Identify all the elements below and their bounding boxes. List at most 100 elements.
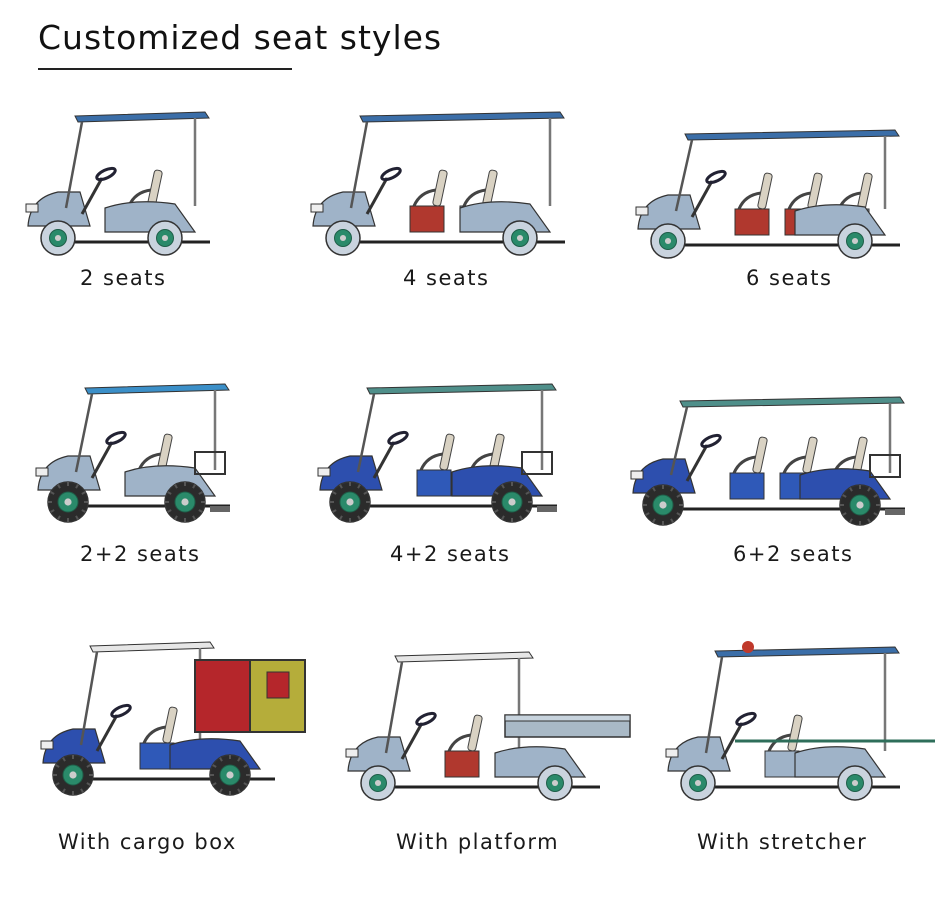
cart-4-2-seats <box>312 372 582 532</box>
steering-wheel <box>705 169 727 185</box>
front-strut <box>349 121 369 209</box>
wheel <box>209 754 251 796</box>
stretcher <box>735 641 935 743</box>
cart-platform <box>340 640 635 810</box>
headlight <box>345 748 359 758</box>
seat <box>416 433 455 497</box>
steering-column <box>80 177 104 215</box>
front-cowl <box>312 191 376 227</box>
headlight <box>310 203 324 213</box>
roof <box>366 383 557 395</box>
steering-column <box>690 180 714 218</box>
seat <box>729 436 768 500</box>
title-underline <box>38 68 292 70</box>
cart-2-seats-illustration <box>25 111 210 256</box>
seat <box>409 169 448 233</box>
rear-body <box>104 201 197 233</box>
front-strut <box>704 656 724 754</box>
roof <box>74 111 210 123</box>
beacon-light <box>742 641 754 653</box>
cart-6-seats-illustration <box>635 129 900 259</box>
roof <box>84 383 230 395</box>
roof <box>359 111 565 123</box>
steering-wheel <box>735 711 757 727</box>
steering-column <box>95 714 119 752</box>
steering-column <box>720 722 744 760</box>
wheel <box>839 484 881 526</box>
headlight <box>635 206 649 216</box>
cart-2-seats <box>20 100 240 265</box>
wheel <box>650 223 686 259</box>
front-strut <box>74 393 94 473</box>
steering-wheel <box>700 433 722 449</box>
wheel <box>360 765 396 801</box>
roof <box>679 396 905 408</box>
wheel <box>680 765 716 801</box>
front-strut <box>674 139 694 212</box>
seat <box>139 706 178 770</box>
steering-column <box>365 177 389 215</box>
front-strut <box>669 406 689 476</box>
front-strut <box>356 393 376 473</box>
seat <box>734 172 773 236</box>
cart-stretcher <box>660 635 940 810</box>
steering-column <box>400 722 424 760</box>
cart-cargo-box <box>35 630 310 805</box>
steering-wheel <box>415 711 437 727</box>
label-6-seats: 6 seats <box>746 266 833 290</box>
label-platform: With platform <box>396 830 560 854</box>
cart-cargo-box-illustration <box>40 641 306 796</box>
roof <box>684 129 900 141</box>
cart-stretcher-illustration <box>665 641 935 801</box>
front-cowl <box>42 728 106 764</box>
headlight <box>317 467 331 477</box>
headlight <box>35 467 49 477</box>
wheel <box>147 220 183 256</box>
label-4-seats: 4 seats <box>403 266 490 290</box>
page-title: Customized seat styles <box>38 18 443 57</box>
wheel <box>837 765 873 801</box>
headlight <box>630 470 644 480</box>
front-cowl <box>319 455 383 491</box>
front-cowl <box>37 455 101 491</box>
cart-2-2-seats <box>30 372 270 532</box>
rear-facing-seat <box>194 451 230 512</box>
steering-column <box>685 444 709 482</box>
front-strut <box>384 661 404 754</box>
rear-facing-seat <box>869 454 905 515</box>
flatbed-platform <box>504 714 631 738</box>
front-strut <box>79 651 99 746</box>
wheel <box>164 481 206 523</box>
label-4-2-seats: 4+2 seats <box>390 542 511 566</box>
front-cowl <box>347 736 411 772</box>
label-cargo-box: With cargo box <box>58 830 237 854</box>
wheel <box>329 481 371 523</box>
headlight <box>665 748 679 758</box>
steering-wheel <box>110 703 132 719</box>
wheel <box>325 220 361 256</box>
cart-6-2-seats-illustration <box>630 396 905 526</box>
headlight <box>40 740 54 750</box>
steering-wheel <box>105 430 127 446</box>
label-2-2-seats: 2+2 seats <box>80 542 201 566</box>
roof <box>89 641 215 653</box>
wheel <box>47 481 89 523</box>
wheel <box>52 754 94 796</box>
front-cowl <box>632 458 696 494</box>
cargo-box <box>194 659 306 733</box>
roof <box>394 651 534 663</box>
steering-wheel <box>387 430 409 446</box>
steering-wheel <box>95 166 117 182</box>
roof <box>714 646 900 658</box>
steering-column <box>90 441 114 479</box>
wheel <box>40 220 76 256</box>
front-cowl <box>667 736 731 772</box>
label-6-2-seats: 6+2 seats <box>733 542 854 566</box>
seat <box>444 714 483 778</box>
cart-4-seats <box>305 100 585 265</box>
rear-body <box>794 746 887 778</box>
rear-body <box>494 746 587 778</box>
cart-6-seats <box>630 118 920 268</box>
cart-4-seats-illustration <box>310 111 565 256</box>
wheel <box>837 223 873 259</box>
